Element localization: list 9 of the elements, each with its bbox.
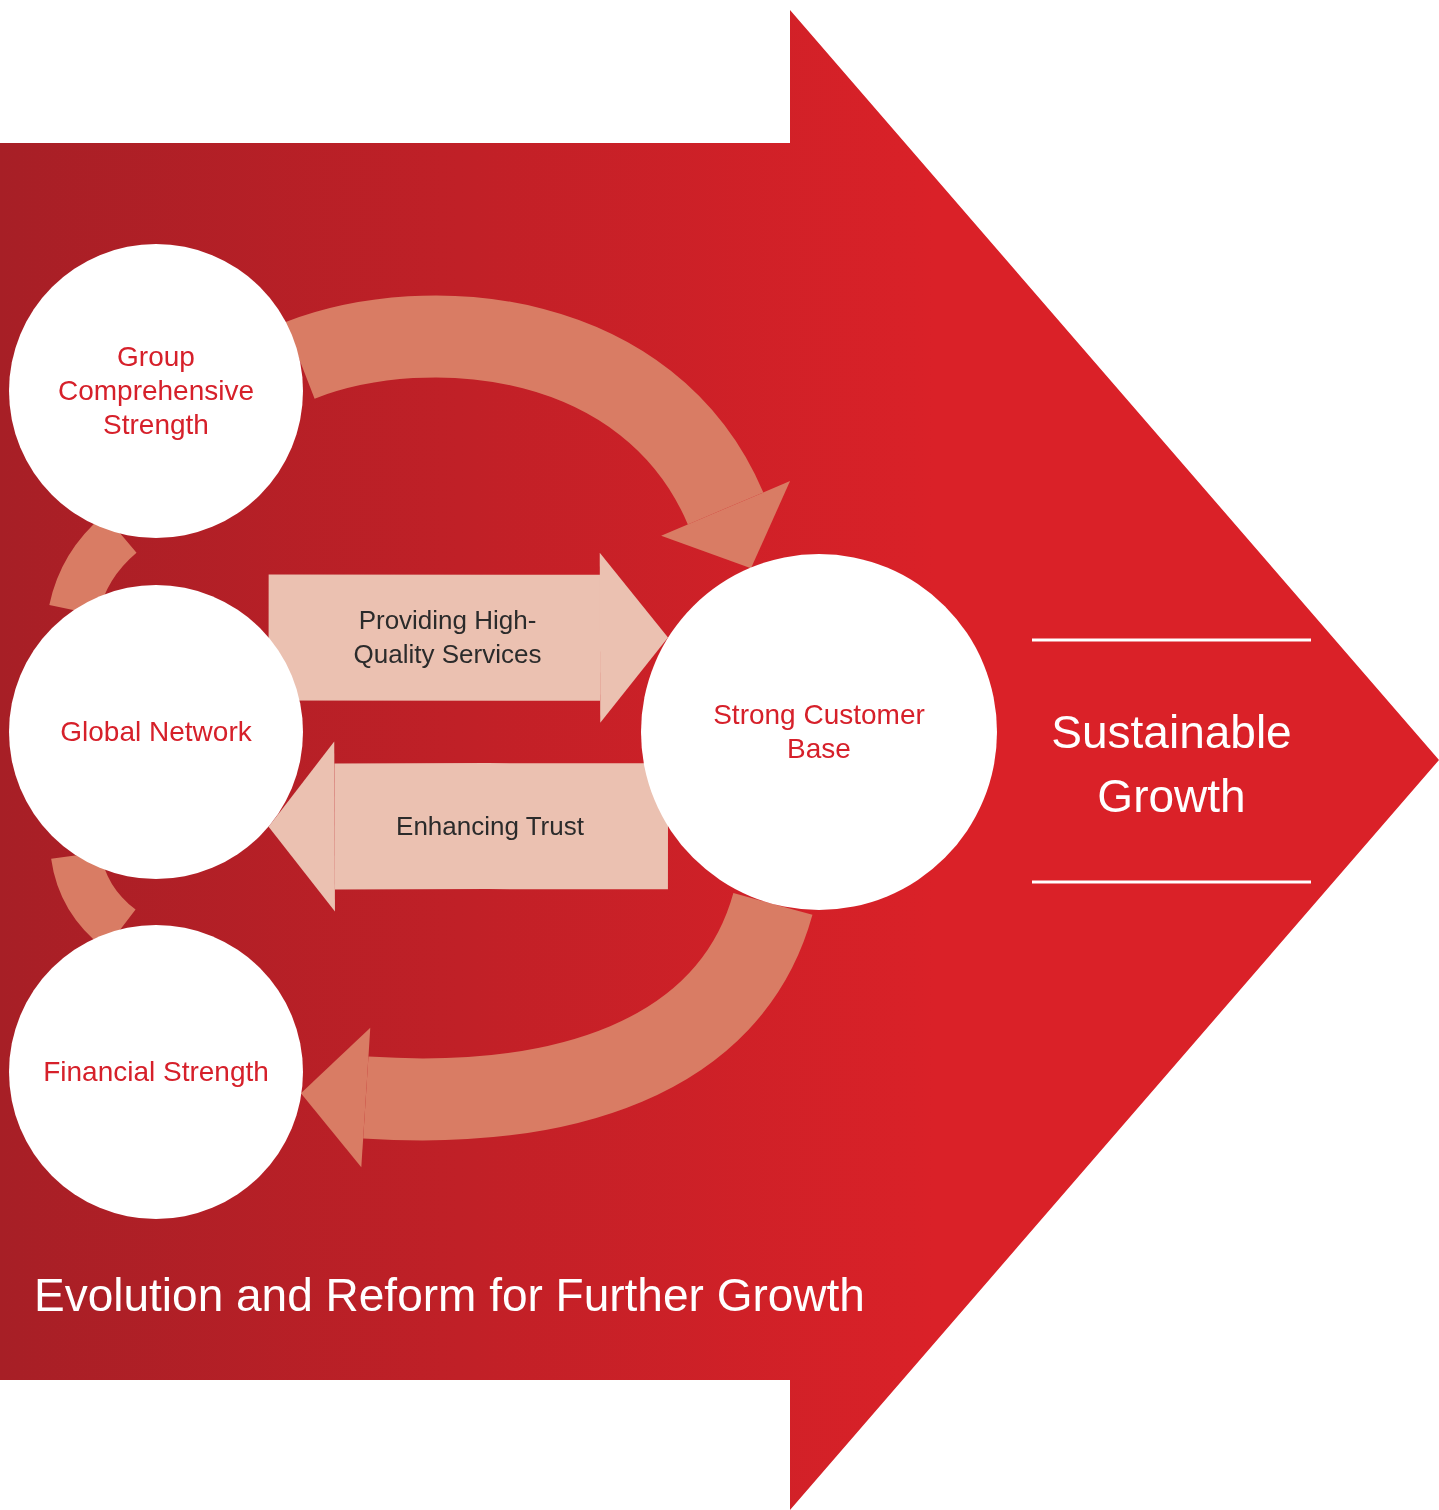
edge-label: Providing High-Quality Services [352, 603, 543, 671]
node-label: Strong Customer Base [712, 697, 926, 766]
node-label: Global Network [60, 714, 252, 749]
node-label: Group Comprehensive Strength [56, 339, 256, 443]
edge-label: Enhancing Trust [395, 809, 585, 843]
heading-text: Evolution and Reform for Further Growth [34, 1268, 865, 1322]
cycle-arrow [300, 890, 812, 1168]
node-label: Financial Strength [43, 1054, 269, 1089]
goal-text: Sustainable Growth [1050, 705, 1293, 825]
